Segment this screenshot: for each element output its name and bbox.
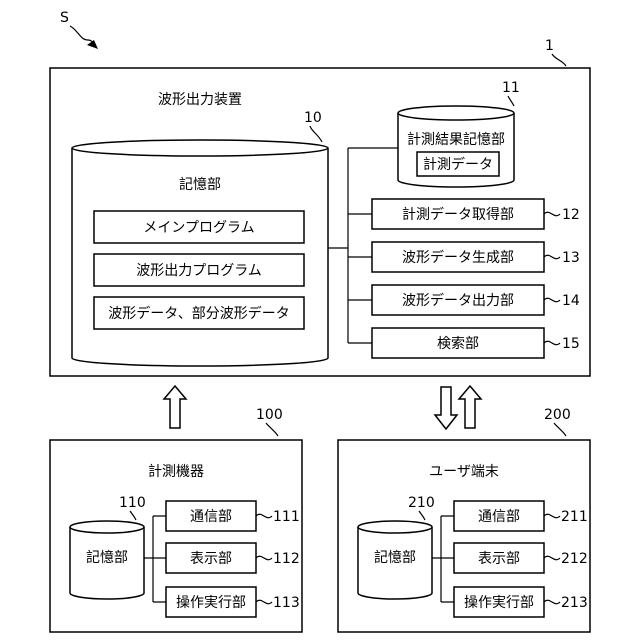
- instrument-unit-111-number: 111: [273, 509, 300, 525]
- device-storage-number: 10: [304, 110, 322, 126]
- device-title: 波形出力装置: [158, 92, 242, 108]
- terminal-unit-212-number: 212: [561, 551, 588, 567]
- terminal-number-leader: [554, 423, 566, 436]
- result-storage-number: 11: [502, 80, 520, 96]
- terminal-unit-212-label: 表示部: [478, 551, 520, 567]
- instrument-number: 100: [256, 407, 283, 423]
- terminal-title: ユーザ端末: [429, 464, 499, 480]
- instrument-storage-number: 110: [119, 495, 146, 511]
- measuring-instrument: 100 計測機器 110 記憶部 通信部 111 表示部 112 操作実行部 1…: [50, 407, 302, 632]
- terminal-unit-211-number: 211: [561, 509, 588, 525]
- main-program-label: メインプログラム: [143, 220, 254, 236]
- waveform-data-label: 波形データ、部分波形データ: [108, 305, 290, 322]
- device-storage-title: 記憶部: [179, 176, 221, 193]
- unit-15-label: 検索部: [437, 335, 479, 352]
- terminal-unit-213-label: 操作実行部: [464, 595, 534, 611]
- device-terminal-arrow-down: [435, 387, 457, 429]
- instrument-storage-top: [70, 521, 144, 533]
- unit-13-number: 13: [562, 250, 580, 266]
- device-number: 1: [545, 38, 554, 54]
- instrument-storage-title: 記憶部: [86, 549, 128, 566]
- terminal-number: 200: [544, 407, 571, 423]
- waveform-output-device: 1 波形出力装置 10 記憶部 メインプログラム 波形出力プログラム 波形データ…: [50, 38, 590, 376]
- instrument-unit-113-label: 操作実行部: [176, 595, 246, 611]
- terminal-storage-title: 記憶部: [374, 549, 416, 566]
- device-instrument-arrow-up: [164, 386, 186, 428]
- instrument-unit-113-number: 113: [273, 595, 300, 611]
- measurement-data-label: 計測データ: [423, 156, 493, 173]
- instrument-title: 計測機器: [148, 464, 204, 480]
- terminal-unit-213-number: 213: [561, 595, 588, 611]
- unit-15-number: 15: [562, 336, 580, 352]
- result-storage-top: [398, 106, 514, 120]
- unit-14-number: 14: [562, 293, 580, 309]
- terminal-unit-211-label: 通信部: [478, 509, 520, 525]
- instrument-unit-111-label: 通信部: [190, 509, 232, 525]
- system-pointer-arrowhead: [87, 40, 98, 49]
- instrument-unit-112-label: 表示部: [190, 551, 232, 567]
- unit-13-label: 波形データ生成部: [402, 249, 514, 266]
- system-label: S: [60, 10, 69, 26]
- waveform-output-program-label: 波形出力プログラム: [136, 263, 262, 279]
- instrument-number-leader: [266, 423, 278, 436]
- unit-12-number: 12: [562, 207, 580, 223]
- result-storage-title: 計測結果記憶部: [407, 131, 505, 148]
- device-storage: 10 記憶部 メインプログラム 波形出力プログラム 波形データ、部分波形データ: [72, 110, 328, 366]
- device-number-leader: [552, 54, 566, 66]
- device-storage-top: [72, 140, 328, 156]
- unit-14-label: 波形データ出力部: [402, 292, 514, 309]
- device-terminal-arrow-up: [459, 386, 481, 428]
- instrument-unit-112-number: 112: [273, 551, 300, 567]
- unit-12-label: 計測データ取得部: [402, 206, 514, 223]
- user-terminal: 200 ユーザ端末 210 記憶部 通信部 211 表示部 212 操作実行部 …: [338, 407, 590, 632]
- terminal-storage-number: 210: [408, 495, 435, 511]
- terminal-storage-top: [358, 521, 432, 533]
